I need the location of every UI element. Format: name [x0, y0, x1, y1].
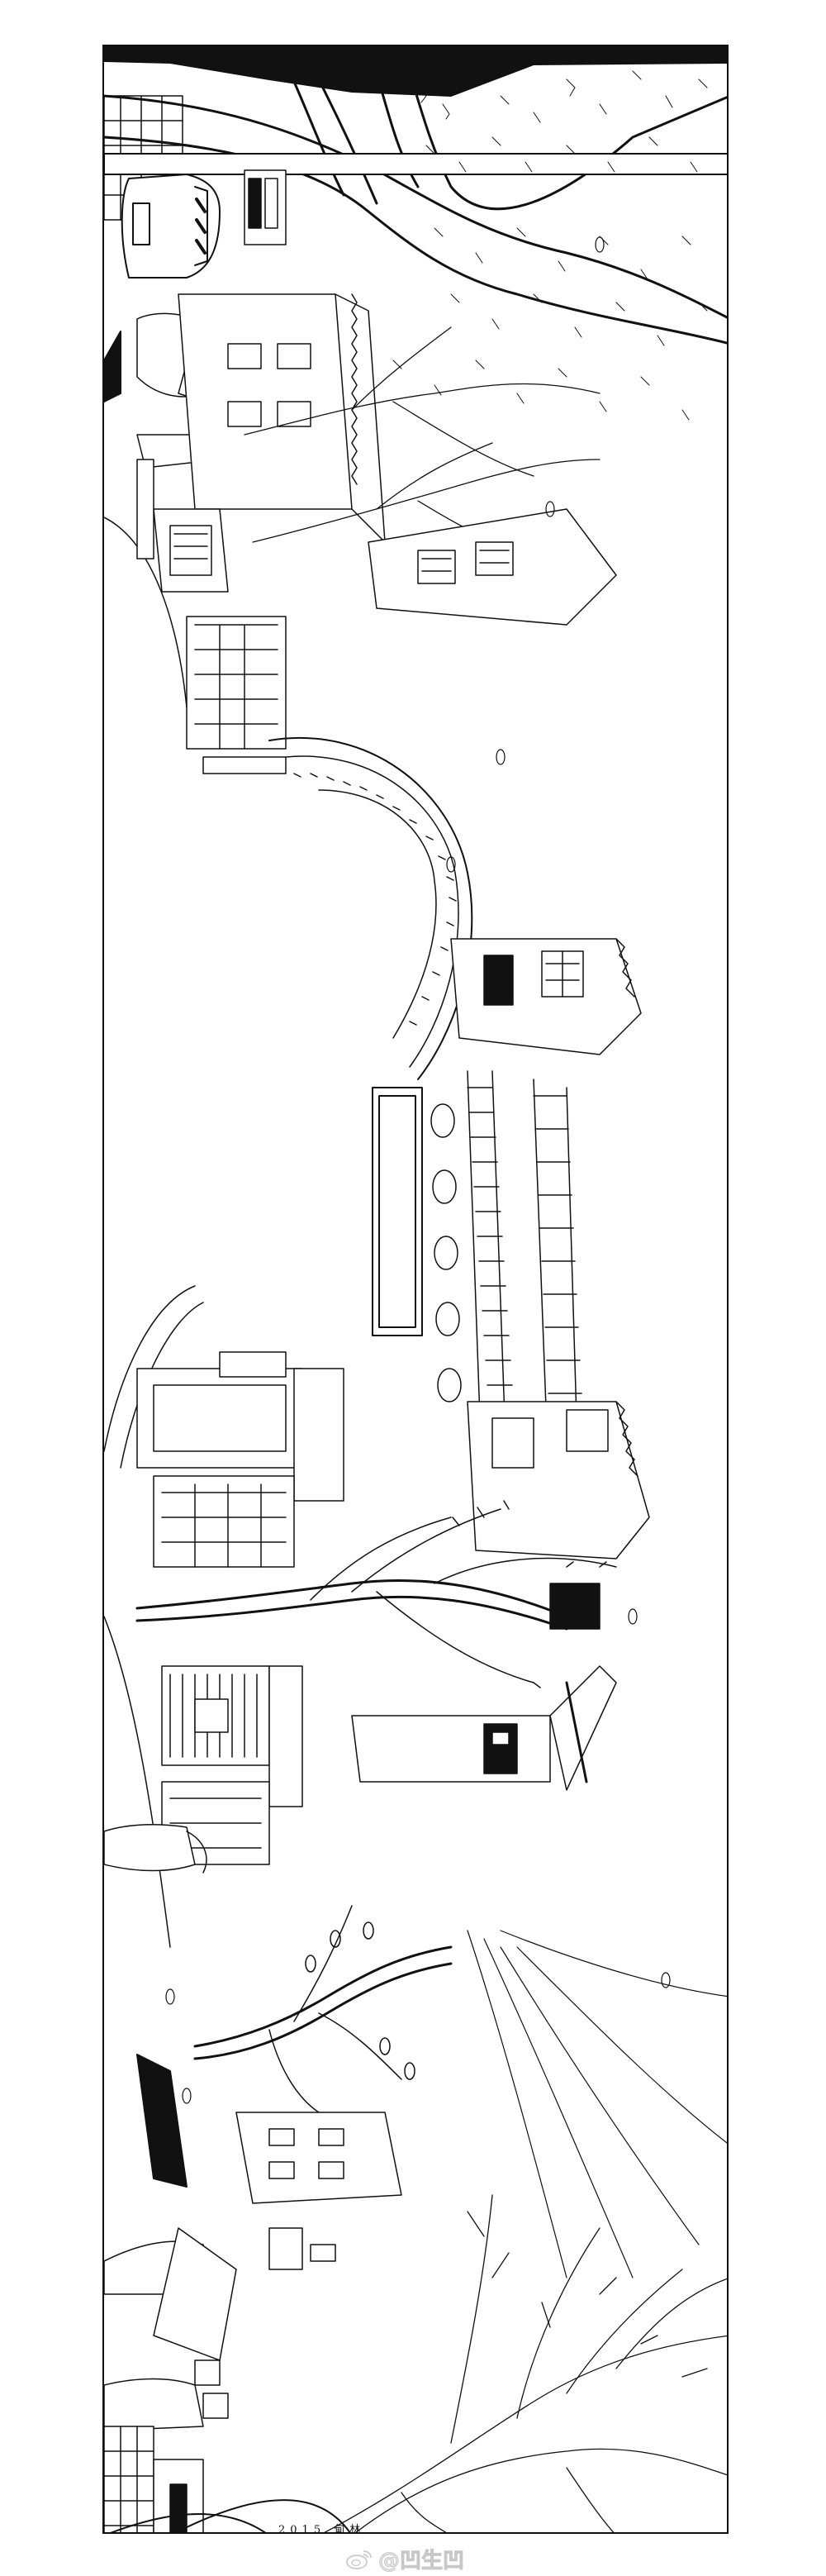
watermark-handle: @凹生凹	[377, 2549, 465, 2574]
weibo-watermark: @凹生凹	[345, 2544, 465, 2574]
artist-signature: 2015 甸林	[278, 2524, 366, 2536]
weibo-logo-icon	[346, 2550, 372, 2569]
illustration-drawing	[104, 46, 727, 2532]
street-illustration	[102, 45, 729, 2534]
